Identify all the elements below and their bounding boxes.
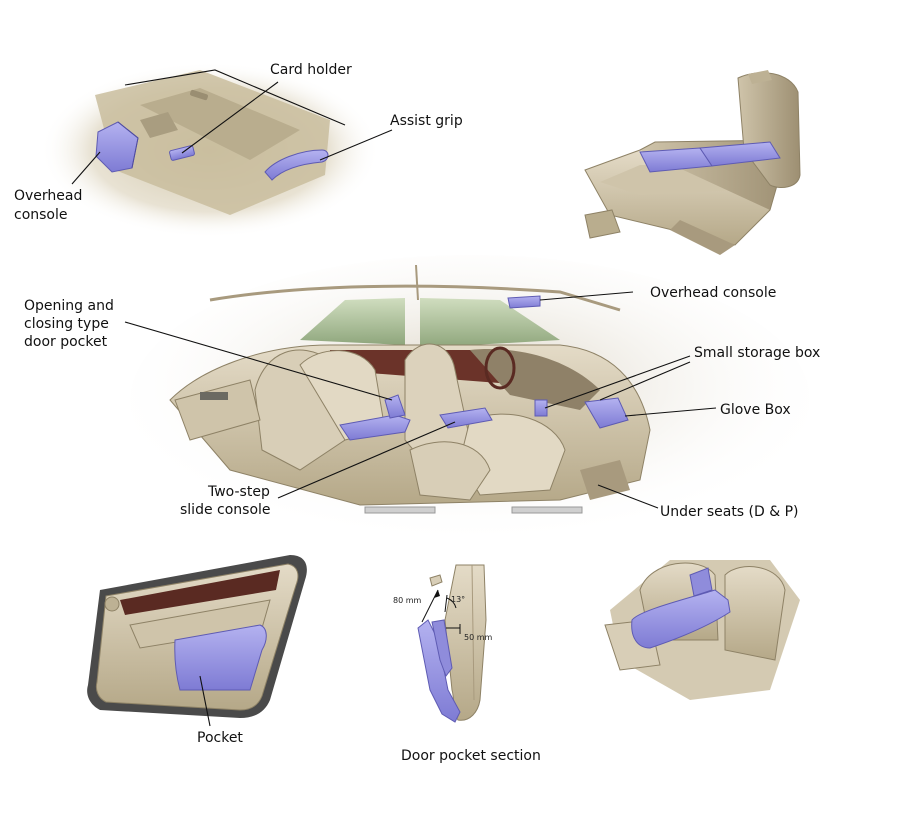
- label-overhead-console: Overhead console: [650, 285, 776, 301]
- label-two-step-2: slide console: [180, 502, 271, 518]
- label-opening-1: Opening and: [24, 298, 114, 314]
- leader-opening-door-pocket: [124, 321, 393, 401]
- label-small-storage-box: Small storage box: [694, 345, 820, 361]
- leader-overhead-console: [539, 291, 634, 301]
- dim-80mm: 80 mm: [393, 596, 422, 605]
- door-panel-illustration: [87, 555, 307, 718]
- leader-two-step: [277, 421, 456, 499]
- leader-small-storage-2: [599, 361, 691, 401]
- leader-assist-grip: [319, 129, 393, 161]
- label-overhead-console-top-1: Overhead: [14, 188, 82, 204]
- leader-overhead-console-top: [71, 151, 101, 185]
- label-glove-box: Glove Box: [720, 402, 791, 418]
- label-card-holder: Card holder: [270, 62, 352, 78]
- leader-small-storage-1: [544, 355, 691, 409]
- dim-13deg: 13°: [451, 595, 465, 604]
- leader-glove-box: [624, 407, 717, 417]
- dim-50mm: 50 mm: [464, 633, 493, 642]
- label-under-seats: Under seats (D & P): [660, 504, 799, 520]
- label-overhead-console-top-2: console: [14, 207, 68, 223]
- label-assist-grip: Assist grip: [390, 113, 463, 129]
- headliner-illustration: [40, 62, 380, 238]
- label-pocket: Pocket: [197, 730, 243, 746]
- leader-pocket: [199, 675, 211, 727]
- labels: Card holder Assist grip Overhead console…: [14, 62, 820, 764]
- center-console-illustration: [584, 70, 801, 255]
- leader-lines: [71, 81, 717, 727]
- label-two-step-1: Two-step: [207, 484, 270, 500]
- car-cutaway-illustration: [130, 255, 810, 545]
- leader-card-holder: [181, 81, 279, 154]
- leader-under-seats: [597, 484, 659, 509]
- door-pocket-section-illustration: [417, 564, 487, 723]
- label-opening-3: door pocket: [24, 334, 108, 350]
- label-opening-2: closing type: [24, 316, 109, 332]
- label-door-pocket-section: Door pocket section: [401, 748, 541, 764]
- rear-seat-illustration: [604, 560, 800, 700]
